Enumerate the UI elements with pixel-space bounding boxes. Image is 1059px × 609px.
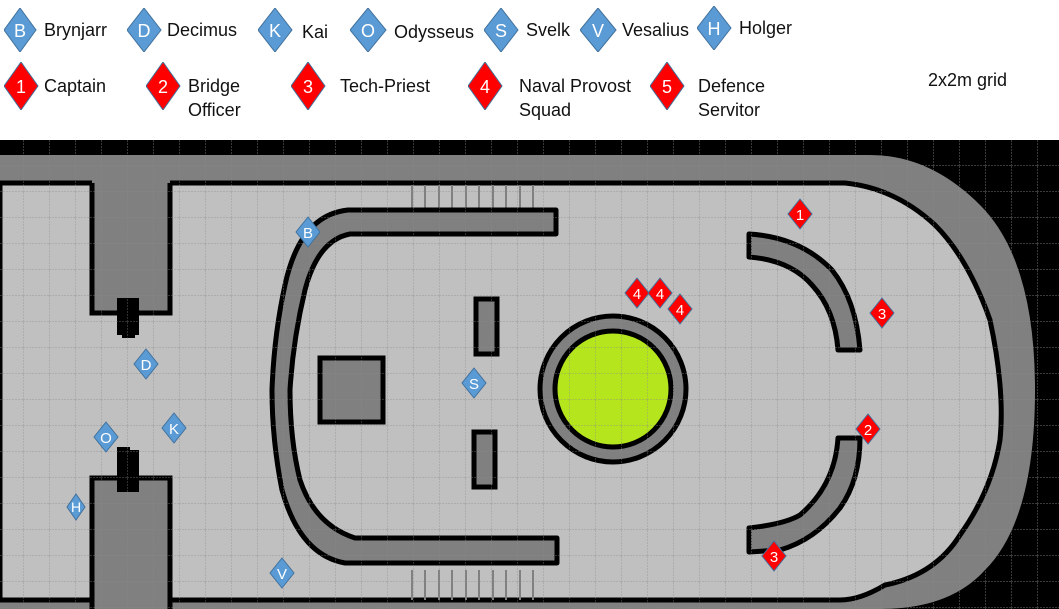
legend-label: Holger bbox=[739, 18, 793, 38]
player-token-icon: V bbox=[580, 8, 618, 52]
grid-overlay bbox=[0, 140, 1059, 609]
legend-player-vesalius: V Vesalius bbox=[580, 8, 689, 52]
enemy-token-captain[interactable]: 1 bbox=[787, 198, 813, 230]
svg-text:4: 4 bbox=[633, 286, 641, 303]
legend-label: Brynjarr bbox=[44, 20, 108, 40]
legend-player-holger: H Holger bbox=[697, 6, 792, 50]
legend-label: Bridge Officer bbox=[188, 76, 241, 120]
player-token-decimus[interactable]: D bbox=[133, 348, 159, 380]
svg-text:1: 1 bbox=[16, 77, 26, 97]
svg-text:2: 2 bbox=[864, 422, 872, 439]
enemy-token-naval-provost[interactable]: 4 bbox=[647, 277, 673, 309]
legend-label: Defence Servitor bbox=[698, 76, 766, 120]
enemy-token-icon: 4 bbox=[468, 62, 506, 110]
svg-text:O: O bbox=[361, 21, 375, 41]
legend-label: Tech-Priest bbox=[340, 76, 431, 96]
enemy-token-icon: 2 bbox=[146, 62, 184, 110]
enemy-token-naval-provost[interactable]: 4 bbox=[624, 277, 650, 309]
svg-text:5: 5 bbox=[662, 77, 672, 97]
legend-label: Vesalius bbox=[622, 20, 690, 40]
enemy-token-bridge-officer[interactable]: 2 bbox=[855, 413, 881, 445]
enemy-token-tech-priest[interactable]: 3 bbox=[761, 540, 787, 572]
battle-map: B D K O S V H 1 2 3 3 4 4 4 bbox=[0, 140, 1059, 609]
grid-scale-note: 2x2m grid bbox=[928, 70, 1008, 90]
legend-player-odysseus: O Odysseus bbox=[350, 8, 474, 52]
svg-text:4: 4 bbox=[480, 77, 490, 97]
player-token-icon: S bbox=[484, 8, 522, 52]
svg-text:3: 3 bbox=[770, 549, 778, 566]
svg-text:H: H bbox=[708, 19, 721, 39]
player-token-icon: D bbox=[127, 8, 165, 52]
legend-enemy-tech-priest: 3 Tech-Priest bbox=[291, 62, 431, 110]
legend-player-decimus: D Decimus bbox=[127, 8, 237, 52]
map-legend: B Brynjarr D Decimus K Kai O Odysseus S … bbox=[0, 0, 1059, 140]
legend-label: Kai bbox=[302, 22, 329, 42]
svg-text:S: S bbox=[495, 21, 507, 41]
player-token-odysseus[interactable]: O bbox=[93, 421, 119, 453]
svg-text:O: O bbox=[100, 430, 112, 447]
svg-text:D: D bbox=[138, 21, 151, 41]
svg-text:3: 3 bbox=[878, 306, 886, 323]
legend-player-kai: K Kai bbox=[258, 8, 328, 52]
enemy-token-icon: 1 bbox=[4, 62, 42, 110]
svg-text:2: 2 bbox=[158, 77, 168, 97]
svg-text:B: B bbox=[14, 21, 26, 41]
svg-text:S: S bbox=[469, 376, 479, 393]
legend-label: Svelk bbox=[526, 20, 571, 40]
player-token-brynjarr[interactable]: B bbox=[295, 216, 321, 248]
svg-text:B: B bbox=[303, 225, 313, 242]
player-token-kai[interactable]: K bbox=[161, 412, 187, 444]
legend-enemy-naval-provost-squad: 4 Naval Provost Squad bbox=[468, 62, 631, 122]
legend-enemy-bridge-officer: 2 Bridge Officer bbox=[146, 62, 241, 122]
svg-text:1: 1 bbox=[796, 207, 804, 224]
player-token-icon: O bbox=[350, 8, 388, 52]
legend-label: Captain bbox=[44, 76, 107, 96]
svg-text:K: K bbox=[269, 21, 281, 41]
enemy-token-icon: 3 bbox=[291, 62, 329, 110]
enemy-token-icon: 5 bbox=[650, 62, 688, 110]
legend-player-brynjarr: B Brynjarr bbox=[4, 8, 107, 52]
svg-text:4: 4 bbox=[656, 286, 664, 303]
player-token-vesalius[interactable]: V bbox=[269, 557, 295, 589]
svg-text:K: K bbox=[169, 421, 179, 438]
svg-text:D: D bbox=[141, 357, 152, 374]
player-token-icon: K bbox=[258, 8, 296, 52]
enemy-token-tech-priest[interactable]: 3 bbox=[869, 297, 895, 329]
legend-label: Decimus bbox=[167, 20, 238, 40]
player-token-icon: H bbox=[697, 6, 735, 50]
legend-label: Naval Provost Squad bbox=[519, 76, 632, 120]
legend-label: Odysseus bbox=[394, 22, 475, 42]
enemy-token-naval-provost[interactable]: 4 bbox=[667, 293, 693, 325]
svg-text:V: V bbox=[592, 21, 604, 41]
svg-text:V: V bbox=[277, 566, 287, 583]
svg-text:4: 4 bbox=[676, 302, 684, 319]
legend-enemy-captain: 1 Captain bbox=[4, 62, 107, 110]
player-token-holger[interactable]: H bbox=[66, 493, 86, 521]
player-token-svelk[interactable]: S bbox=[461, 367, 487, 399]
svg-text:3: 3 bbox=[303, 77, 313, 97]
svg-text:H: H bbox=[71, 499, 81, 515]
player-token-icon: B bbox=[4, 8, 42, 52]
legend-player-svelk: S Svelk bbox=[484, 8, 570, 52]
legend-enemy-defence-servitor: 5 Defence Servitor bbox=[650, 62, 765, 122]
